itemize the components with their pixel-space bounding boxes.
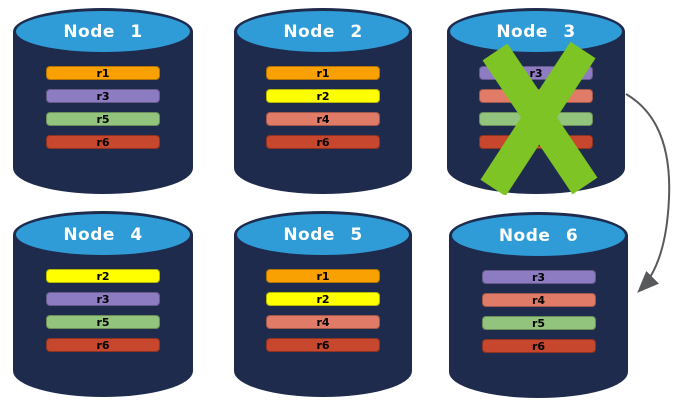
replica-bar: r4 (481, 293, 596, 307)
replica-bar: r1 (266, 66, 380, 80)
replica-label: r4 (529, 89, 543, 103)
replica-label: r1 (96, 66, 110, 80)
replica-label: r6 (529, 135, 543, 149)
replica-label: r1 (316, 269, 330, 283)
node-4-cylinder: Node 4 r2 r3 r5 r6 (13, 211, 193, 397)
cylinder-top: Node 3 (447, 8, 625, 55)
replica-bar: r2 (266, 89, 380, 103)
replica-bar: r5 (479, 112, 593, 126)
replica-label: r3 (529, 66, 543, 80)
replica-bar: r6 (481, 339, 596, 353)
replica-label: r2 (96, 269, 110, 283)
replica-label: r6 (316, 338, 330, 352)
replica-label: r5 (96, 315, 110, 329)
replica-bar: r6 (46, 338, 160, 352)
replica-bar: r2 (266, 292, 380, 306)
replica-label: r6 (96, 338, 110, 352)
replica-bar: r3 (481, 270, 596, 284)
replica-bar: r1 (46, 66, 160, 80)
node-6-cylinder: Node 6 r3 r4 r5 r6 (449, 212, 628, 398)
arrow-curve (625, 93, 671, 293)
replica-label: r6 (96, 135, 110, 149)
replica-list: r1 r2 r4 r6 (266, 66, 380, 149)
replica-bar: r5 (46, 112, 160, 126)
cylinder-top: Node 6 (449, 212, 628, 259)
replica-label: r4 (531, 293, 546, 307)
node-title: Node 1 (63, 21, 143, 42)
replica-bar: r4 (266, 315, 380, 329)
replica-label: r3 (96, 89, 110, 103)
node-title: Node 2 (283, 21, 363, 42)
node-title: Node 3 (496, 21, 576, 42)
replica-label: r4 (316, 315, 330, 329)
replica-bar: r3 (479, 66, 593, 80)
node-3-cylinder: Node 3 r3 r4 r5 r6 (447, 8, 625, 194)
replica-list: r1 r2 r4 r6 (266, 269, 380, 352)
replica-bar: r4 (479, 89, 593, 103)
replica-bar: r3 (46, 89, 160, 103)
replica-label: r5 (96, 112, 110, 126)
replica-bar: r6 (266, 135, 380, 149)
replica-label: r1 (316, 66, 330, 80)
replica-label: r4 (316, 112, 330, 126)
replica-label: r3 (531, 270, 546, 284)
replica-label: r2 (316, 292, 330, 306)
replica-list: r2 r3 r5 r6 (46, 269, 160, 352)
replica-bar: r3 (46, 292, 160, 306)
replica-label: r6 (531, 339, 546, 353)
node-title: Node 5 (283, 224, 363, 245)
replica-label: r5 (531, 316, 546, 330)
replica-list: r1 r3 r5 r6 (46, 66, 160, 149)
replica-label: r5 (529, 112, 543, 126)
node-title: Node 4 (63, 224, 143, 245)
node-5-cylinder: Node 5 r1 r2 r4 r6 (234, 211, 412, 397)
replica-bar: r6 (46, 135, 160, 149)
node-2-cylinder: Node 2 r1 r2 r4 r6 (234, 8, 412, 194)
cylinder-top: Node 1 (13, 8, 193, 55)
replica-label: r6 (316, 135, 330, 149)
replica-label: r2 (316, 89, 330, 103)
replica-bar: r6 (266, 338, 380, 352)
replica-bar: r5 (46, 315, 160, 329)
replica-bar: r1 (266, 269, 380, 283)
replica-bar: r5 (481, 316, 596, 330)
replica-list: r3 r4 r5 r6 (481, 270, 596, 353)
replica-bar: r2 (46, 269, 160, 283)
node-1-cylinder: Node 1 r1 r3 r5 r6 (13, 8, 193, 194)
cylinder-top: Node 2 (234, 8, 412, 55)
node-title: Node 6 (498, 225, 579, 246)
cylinder-top: Node 5 (234, 211, 412, 258)
replica-bar: r4 (266, 112, 380, 126)
replica-bar: r6 (479, 135, 593, 149)
replica-label: r3 (96, 292, 110, 306)
replica-list: r3 r4 r5 r6 (479, 66, 593, 149)
cylinder-top: Node 4 (13, 211, 193, 258)
